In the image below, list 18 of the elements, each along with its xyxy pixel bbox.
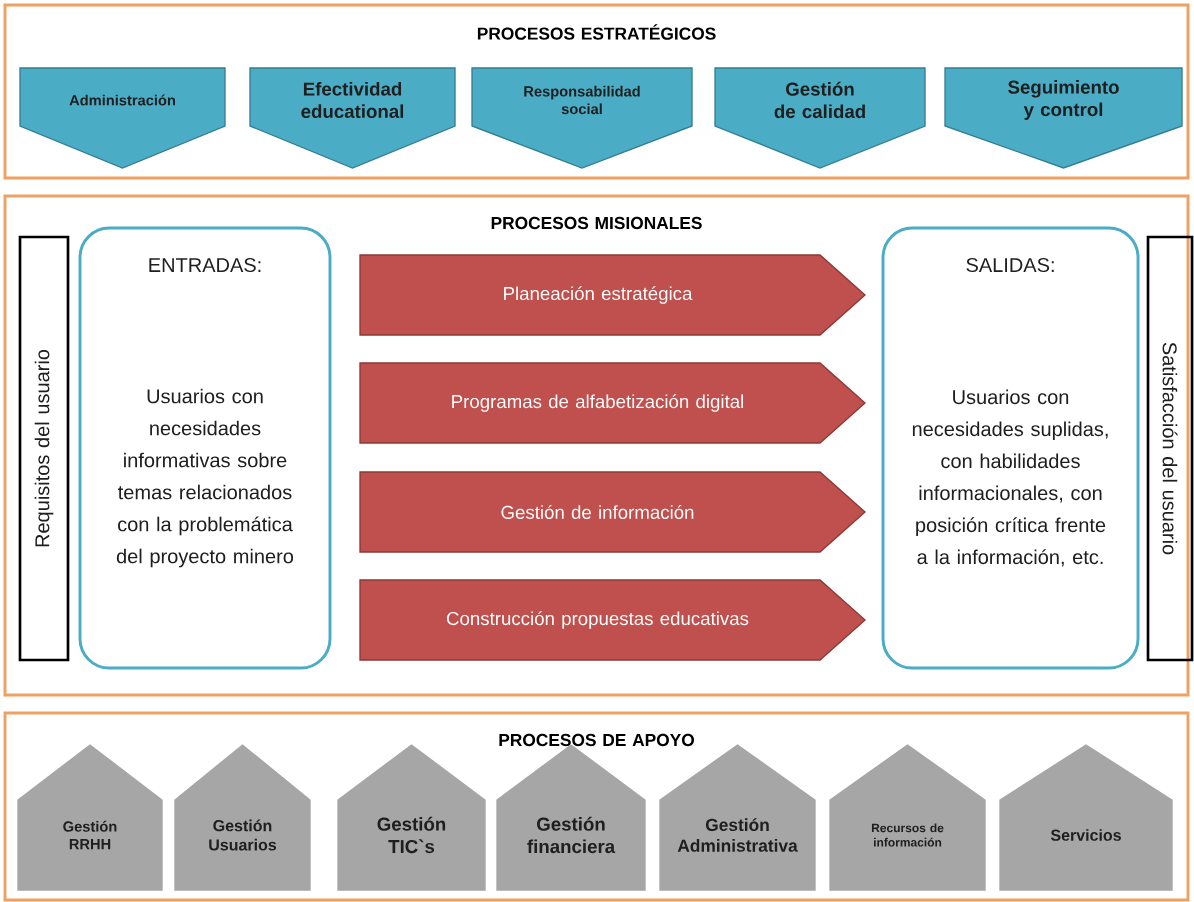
arrow-box: Planeación estratégica [359,254,867,336]
pentagon-box: Efectividad educational [249,67,456,169]
house-box: Gestión Usuarios [174,744,311,891]
arrow-box: Programas de alfabetización digital [359,362,867,444]
pentagon-box: Responsabilidad social [471,67,693,169]
house-box: Servicios [999,744,1173,891]
arrow-box: Construcción propuestas educativas [359,579,867,661]
rounded-box: SALIDAS: Usuarios con necesidades suplidas, con habilidades informacionales, con posición crítica frente a la información, etc. [881,226,1140,670]
house-box: Gestión RRHH [17,744,163,891]
side-box: Satisfacción del usuario [1146,235,1194,662]
arrow-box: Gestión de información [359,471,867,553]
pentagon-box: Seguimiento y control [944,67,1183,169]
house-box: Recursos de información [829,744,986,891]
rounded-box: ENTRADAS: Usuarios con necesidades informativas sobre temas relacionados con la problemática del proyecto minero [78,226,332,670]
pentagon-box: Gestión de calidad [714,67,926,169]
house-box: Gestión TIC`s [337,744,486,891]
side-box: Requisitos del usuario [18,235,70,662]
pentagon-box: Administración [19,67,226,169]
